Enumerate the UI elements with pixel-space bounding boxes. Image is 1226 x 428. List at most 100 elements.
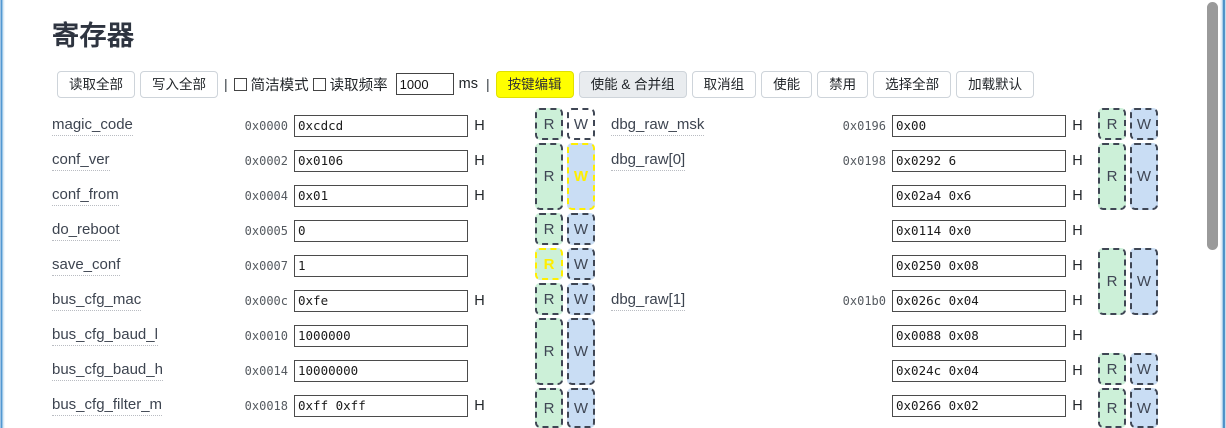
concise-mode-label: 简洁模式 xyxy=(250,77,309,94)
register-name-cell: conf_from xyxy=(5,186,230,206)
key-edit-button[interactable]: 按键编辑 xyxy=(495,70,574,98)
register-value-input[interactable] xyxy=(892,149,1066,172)
scrollbar-thumb[interactable] xyxy=(1207,2,1218,250)
write-toggle-button[interactable]: W xyxy=(567,388,595,428)
register-row: bus_cfg_baud_l0x0010H xyxy=(5,318,603,353)
register-row: H xyxy=(603,353,1163,388)
register-value-input[interactable] xyxy=(892,219,1066,242)
read-toggle-button[interactable]: R xyxy=(1098,353,1126,385)
register-value-cell: H xyxy=(288,359,487,382)
register-value-input[interactable] xyxy=(294,219,468,242)
concise-mode-checkbox[interactable] xyxy=(233,77,247,91)
register-value-input[interactable] xyxy=(294,149,468,172)
register-name-cell: dbg_raw[0] xyxy=(603,151,828,171)
write-toggle-button[interactable]: W xyxy=(1130,108,1158,140)
select-all-button[interactable]: 选择全部 xyxy=(873,70,952,98)
write-toggle-button[interactable]: W xyxy=(567,143,595,210)
register-value-input[interactable] xyxy=(892,324,1066,347)
register-row: H xyxy=(603,248,1163,283)
write-toggle-button[interactable]: W xyxy=(1130,248,1158,315)
cancel-group-button[interactable]: 取消组 xyxy=(691,70,757,98)
register-value-input[interactable] xyxy=(892,254,1066,277)
register-address: 0x0010 xyxy=(244,328,288,343)
register-value-cell: H xyxy=(886,184,1085,207)
vertical-scrollbar[interactable] xyxy=(1206,0,1220,428)
disable-button[interactable]: 禁用 xyxy=(817,70,869,98)
window-right-border xyxy=(1220,0,1226,428)
register-unit-label: H xyxy=(474,117,485,134)
register-unit-label: H xyxy=(1072,327,1083,344)
read-freq-input[interactable] xyxy=(395,73,454,95)
write-toggle-button[interactable]: W xyxy=(567,108,595,140)
register-address: 0x0198 xyxy=(842,153,886,168)
read-toggle-button[interactable]: R xyxy=(1098,388,1126,428)
enable-merge-group-button[interactable]: 使能 & 合并组 xyxy=(578,70,687,98)
register-column-left: magic_code0x0000Hconf_ver0x0002Hconf_fro… xyxy=(5,108,603,428)
register-value-input[interactable] xyxy=(892,394,1066,417)
read-toggle-button[interactable]: R xyxy=(1098,248,1126,315)
register-value-input[interactable] xyxy=(294,324,468,347)
read-toggle-button[interactable]: R xyxy=(535,143,563,210)
read-freq-checkbox[interactable] xyxy=(312,77,326,91)
register-value-input[interactable] xyxy=(294,359,468,382)
load-default-button[interactable]: 加载默认 xyxy=(956,70,1035,98)
register-address: 0x0000 xyxy=(244,118,288,133)
register-value-cell: H xyxy=(886,359,1085,382)
register-value-input[interactable] xyxy=(892,114,1066,137)
register-name-label: bus_cfg_baud_h xyxy=(52,361,163,381)
register-value-input[interactable] xyxy=(892,184,1066,207)
register-value-cell: H xyxy=(886,324,1085,347)
register-value-input[interactable] xyxy=(294,289,468,312)
register-value-input[interactable] xyxy=(294,114,468,137)
register-unit-label: H xyxy=(1072,187,1083,204)
register-row: bus_cfg_filter_m0x0018H xyxy=(5,388,603,423)
register-name-cell xyxy=(603,405,828,406)
write-toggle-button[interactable]: W xyxy=(1130,353,1158,385)
read-toggle-button[interactable]: R xyxy=(1098,143,1126,210)
register-value-input[interactable] xyxy=(892,289,1066,312)
register-value-cell: H xyxy=(288,289,487,312)
write-toggle-button[interactable]: W xyxy=(567,213,595,245)
read-toggle-button[interactable]: R xyxy=(535,108,563,140)
page-content: 寄存器 读取全部 写入全部 | 简洁模式 读取频率 ms | 按键编辑 使能 &… xyxy=(5,0,1206,428)
register-name-label: dbg_raw_msk xyxy=(611,116,705,136)
read-freq-checkbox-wrap[interactable]: 读取频率 xyxy=(312,74,388,95)
read-toggle-button[interactable]: R xyxy=(535,318,563,385)
enable-button[interactable]: 使能 xyxy=(761,70,813,98)
concise-mode-checkbox-wrap[interactable]: 简洁模式 xyxy=(233,74,309,95)
register-value-cell: H xyxy=(886,254,1085,277)
register-name-cell: magic_code xyxy=(5,116,230,136)
read-toggle-button[interactable]: R xyxy=(1098,108,1126,140)
register-unit-label: H xyxy=(474,292,485,309)
write-all-button[interactable]: 写入全部 xyxy=(140,70,218,98)
read-freq-label: 读取频率 xyxy=(329,77,388,94)
read-toggle-button[interactable]: R xyxy=(535,213,563,245)
register-row: bus_cfg_baud_h0x0014H xyxy=(5,353,603,388)
read-toggle-button[interactable]: R xyxy=(535,283,563,315)
toolbar: 读取全部 写入全部 | 简洁模式 读取频率 ms | 按键编辑 使能 & 合并组… xyxy=(5,70,1206,98)
register-row: dbg_raw[0]0x0198H xyxy=(603,143,1163,178)
write-toggle-button[interactable]: W xyxy=(1130,388,1158,428)
register-value-input[interactable] xyxy=(294,184,468,207)
read-toggle-button[interactable]: R xyxy=(535,388,563,428)
register-value-input[interactable] xyxy=(294,394,468,417)
register-value-cell: H xyxy=(886,114,1085,137)
write-toggle-button[interactable]: W xyxy=(1130,143,1158,210)
write-toggle-button[interactable]: W xyxy=(567,248,595,280)
read-all-button[interactable]: 读取全部 xyxy=(57,70,135,98)
write-toggle-button[interactable]: W xyxy=(567,318,595,385)
register-name-label: bus_cfg_baud_l xyxy=(52,326,158,346)
register-name-cell xyxy=(603,230,828,231)
register-unit-label: H xyxy=(1072,222,1083,239)
register-value-input[interactable] xyxy=(294,254,468,277)
register-value-input[interactable] xyxy=(892,359,1066,382)
register-name-label: conf_ver xyxy=(52,151,110,171)
write-toggle-button[interactable]: W xyxy=(567,283,595,315)
ms-unit-label: ms xyxy=(458,76,478,92)
register-name-label: do_reboot xyxy=(52,221,120,241)
register-address: 0x0196 xyxy=(842,118,886,133)
read-toggle-button[interactable]: R xyxy=(535,248,563,280)
